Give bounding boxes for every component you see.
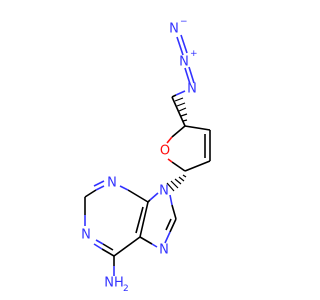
svg-text:+: + xyxy=(190,49,198,59)
c8-n7-double-a-blue xyxy=(164,231,171,244)
ch2-c4-bond xyxy=(171,96,186,127)
hashed-wedge-c4 xyxy=(174,97,188,122)
svg-text:2: 2 xyxy=(123,284,129,294)
c6-c5-bond xyxy=(113,236,141,257)
o-c4-bond-red xyxy=(166,136,173,144)
atom-label-azide-attached: N xyxy=(187,82,197,97)
c8-n7-double-b xyxy=(165,218,172,231)
atom-label-purine-n9: N xyxy=(159,184,169,199)
svg-text:−: − xyxy=(180,17,188,27)
svg-text:N: N xyxy=(179,55,189,70)
n7-c5-bond-black xyxy=(139,236,153,245)
n3-c2-bond-black-a xyxy=(84,189,97,198)
n1-c6-bond-b xyxy=(95,239,104,245)
c4-n3-bond xyxy=(127,189,149,203)
n1-c6-bond-black-b xyxy=(102,243,114,251)
svg-text:N: N xyxy=(169,22,179,37)
atom-label-purine-n3: N xyxy=(107,176,117,191)
o-c4-bond xyxy=(171,125,186,138)
atom-label-azide-central: N + xyxy=(179,49,197,70)
c1-o-bond-red xyxy=(167,158,173,163)
n3-c2-bond-a xyxy=(95,185,105,191)
c4-c3-bond xyxy=(184,125,211,131)
c4-c5-bond-b xyxy=(135,206,144,234)
n9-c8-bond-black xyxy=(171,204,177,220)
molecule-canvas: N − N + N O N N N N NH 2 xyxy=(81,17,211,295)
azide-double-bond-a xyxy=(184,67,191,85)
azide-double-bond-b xyxy=(188,66,195,84)
c8-n7-double-a xyxy=(169,218,177,233)
n9-c8-bond xyxy=(169,194,173,206)
azide-triple-bond-a xyxy=(176,36,184,56)
atom-label-amino: NH 2 xyxy=(104,276,128,295)
molecule-structure: N − N + N O N N N N NH 2 xyxy=(81,17,211,295)
c4-c5-bond-a xyxy=(139,201,149,238)
azide-to-ch2-bond xyxy=(175,90,186,96)
n7-c5-bond xyxy=(151,243,158,248)
atom-label-purine-n1: N xyxy=(81,228,91,243)
c2-c1-bond xyxy=(184,160,211,172)
hashed-wedge-c1 xyxy=(166,174,187,192)
azide-triple-bond-b xyxy=(180,34,188,54)
n1-c6-bond-a xyxy=(93,243,103,250)
atom-label-ring-oxygen: O xyxy=(160,144,170,159)
atom-label-purine-n7: N xyxy=(159,243,169,258)
n9-c4-bond-black xyxy=(147,199,151,203)
c1-o-bond xyxy=(171,161,186,172)
c4-n3-bond-blue xyxy=(119,185,129,191)
atom-label-azide-terminal: N − xyxy=(169,17,187,37)
n1-c6-bond-black-a xyxy=(101,248,115,257)
n9-c4-bond xyxy=(149,192,159,201)
svg-text:NH: NH xyxy=(104,276,124,291)
n3-c2-bond-b xyxy=(93,180,105,187)
azide-to-ch2-bond-black xyxy=(171,94,177,98)
